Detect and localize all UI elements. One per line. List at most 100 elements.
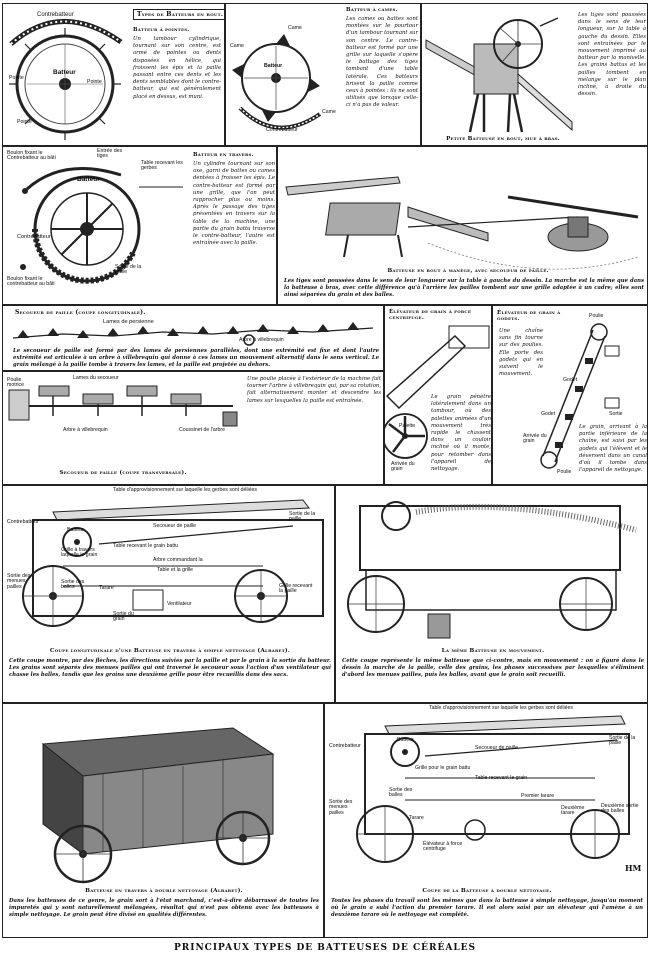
cross-thresher-drum-engraving — [20, 167, 183, 284]
panel-batteur-a-pointes: Contrebatteur Batteur Pointe Pointe Poin… — [2, 3, 225, 146]
label-boulon-top: Boulon fixant le Contrebatteur au bâti — [7, 150, 56, 162]
label-sortie-menues: Sortie des menues pailles — [7, 573, 31, 590]
panel-elevateur-centrifuge: Élévateur de grain à force centrifuge. P… — [384, 305, 492, 485]
text-batteuse-manege: Les tiges sont poussées dans le sens de … — [284, 278, 644, 299]
panel-batteuse-manege: Batteuse en bout à manège, avec secoueur… — [277, 146, 648, 305]
label-pointe-2: Pointe — [87, 79, 102, 85]
label-arrivee-grain: Arrivée du grain — [523, 433, 547, 445]
label-arrivee-grain: Arrivée du grain — [391, 461, 415, 473]
horse-gear-thresher-engraving — [285, 176, 639, 270]
header-types-batteurs: Types de Batteurs en bout. — [133, 9, 224, 21]
caption-batteuse-mouvement: La même Batteuse en mouvement. — [441, 648, 545, 654]
text-batteur-en-travers: Un cylindre tournant sur son axe, garni … — [193, 161, 275, 247]
panel-batteur-en-travers: Boulon fixant le Contrebatteur au bâti E… — [2, 146, 277, 305]
caption-coupe-longitudinale: Coupe longitudinale d'une Batteuse en tr… — [49, 648, 291, 654]
label-contrebatteur: Contrebatteur — [266, 127, 298, 133]
label-godet-2: Godet — [541, 411, 556, 417]
panel-batteuse-double: Batteuse en travers à double nettoyage (… — [2, 703, 324, 938]
label-pointe-1: Pointe — [9, 75, 24, 81]
straw-shaker-long-engraving — [12, 322, 374, 346]
label-arbre-villebrequin: Arbre à villebrequin — [239, 337, 284, 343]
panel-coupe-longitudinale: Table d'approvisionnement sur laquelle l… — [2, 485, 335, 703]
plate-title: PRINCIPAUX TYPES DE BATTEUSES DE CÉRÉALE… — [174, 943, 476, 953]
label-tarare: Tarare — [409, 815, 424, 821]
label-table-grain: Table recevant le grain battu — [113, 543, 179, 549]
label-deuxieme-sortie: Deuxième sortie des balles — [601, 803, 639, 815]
title-secoueur-longitudinal: Secoueur de paille (coupe longitudinale)… — [15, 309, 146, 316]
label-sortie-menues: Sortie des menues pailles — [329, 799, 353, 816]
label-sortie-paille: Sortie de la paille — [289, 511, 316, 523]
label-lames-persienne: Lames de persienne — [103, 319, 154, 325]
label-sortie-balles: Sortie des balles — [389, 787, 413, 799]
label-grille-recevant: Grille recevant la paille — [279, 583, 313, 595]
label-came-1: Came — [288, 25, 302, 31]
title-elevateur-centrifuge: Élévateur de grain à force centrifuge. — [389, 309, 472, 321]
double-cleaning-section-engraving — [356, 715, 630, 863]
caption-secoueur-transversal: Secoueur de paille (coupe transversale). — [59, 470, 187, 476]
bucket-elevator-engraving — [540, 323, 620, 469]
pointes-drum-engraving — [9, 19, 123, 140]
text-coupe-longitudinale: Cette coupe montre, par des flèches, les… — [9, 658, 331, 679]
label-came-2: Came — [230, 43, 244, 49]
double-cleaning-thresher-engraving — [41, 727, 275, 884]
label-lames-secoueur: Lames du secoueur — [73, 375, 119, 381]
label-premier-tarare: Premier tarare — [521, 793, 555, 799]
label-poulie-bas: Poulie — [557, 469, 572, 475]
panel-coupe-double: Table d'approvisionnement sur laquelle l… — [324, 703, 648, 938]
text-batteuse-mouvement: Cette coupe représente la même batteuse … — [342, 658, 644, 679]
thresher-in-motion-engraving — [347, 501, 637, 639]
panel-batteuse-mouvement: La même Batteuse en mouvement. Cette cou… — [335, 485, 648, 703]
label-table-gerbes: Table recevant les gerbes — [141, 160, 183, 172]
label-table-grain: Table recevant le grain — [475, 775, 528, 781]
label-boulon-bottom: Boulon fixant le contrebatteur au bâti — [7, 276, 55, 288]
caption-batteuse-manege: Batteuse en bout à manège, avec secoueur… — [387, 268, 549, 274]
text-secoueur-longitudinal: Le secoueur de paille est formé par des … — [13, 348, 379, 369]
hand-thresher-engraving — [425, 17, 573, 133]
label-secoueur-paille: Secoueur de paille — [475, 745, 518, 751]
text-elevateur-centrifuge: Le grain pénètre latéralement dans un ta… — [431, 394, 491, 473]
cames-drum-engraving — [232, 34, 322, 130]
text-elevateur-godets-2: Le grain, arrivant à la partie inférieur… — [579, 424, 647, 474]
caption-coupe-double: Coupe de la Batteuse à double nettoyage. — [422, 888, 552, 894]
panel-secoueur-longitudinal: Secoueur de paille (coupe longitudinale)… — [2, 305, 384, 371]
panel-elevateur-godets: Élévateur de grain à godets. Une chaîne … — [492, 305, 648, 485]
text-coupe-double: Toutes les phases du travail sont les mê… — [331, 898, 643, 919]
label-sortie-grain: Sortie du grain — [113, 611, 134, 623]
caption-batteuse-double: Batteuse en travers à double nettoyage (… — [85, 888, 243, 894]
text-secoueur-transversal: Une poulie placée à l'extérieur de la ma… — [247, 376, 381, 404]
centrifugal-elevator-engraving — [385, 325, 490, 459]
label-batteur: Batteur — [77, 176, 100, 183]
title-elevateur-godets: Élévateur de grain à godets. — [497, 310, 561, 323]
label-table-approvisionnement: Table d'approvisionnement sur laquelle l… — [428, 705, 574, 711]
label-palette: Palette — [399, 423, 416, 429]
panel-batteur-a-cames: Came Came Came Batteur Contrebatteur Bat… — [225, 3, 421, 146]
straw-shaker-cross-engraving — [8, 385, 238, 427]
label-grille-grain: Grille pour le grain battu — [415, 765, 471, 771]
label-came-3: Came — [322, 109, 336, 115]
label-sortie: Sortie — [609, 411, 623, 417]
label-secoueur-paille: Secoueur de paille — [153, 523, 196, 529]
text-elevateur-godets-1: Une chaîne sans fin tourne sur des pouli… — [499, 328, 543, 378]
label-elevateur-centrifuge: Élévateur à force centrifuge — [423, 841, 463, 853]
label-arbre-commandant: Arbre commandant la — [153, 557, 203, 563]
label-contrebatteur: Contrebatteur — [17, 234, 51, 240]
label-sortie-paille: Sortie de la paille — [115, 264, 142, 276]
label-contrebatteur: Contrebatteur — [7, 519, 39, 525]
panel-secoueur-transversal: Poulie motrice Lames du secoueur Arbre à… — [2, 371, 384, 485]
text-petite-batteuse: Les tiges sont poussées dans le sens de … — [578, 12, 646, 98]
label-deuxieme-tarare: Deuxième tarare — [561, 805, 585, 817]
signature-monogram: HM — [625, 863, 642, 873]
label-sortie-balles: Sortie des balles — [61, 579, 85, 591]
label-table-grille: Table et la grille — [157, 567, 194, 573]
title-batteur-a-cames: Batteur à cames. — [346, 7, 398, 13]
label-batteur: Batteur — [53, 69, 76, 76]
text-batteur-a-pointes: Un tambour cylindrique, tournant sur son… — [133, 36, 221, 100]
label-entree-tiges: Entrée des tiges — [97, 148, 123, 160]
title-batteur-en-travers: Batteur en travers. — [193, 152, 254, 158]
label-contrebatteur: Contrebatteur — [37, 12, 74, 18]
label-contrebatteur: Contrebatteur — [329, 743, 361, 749]
label-batteur: Batteur — [67, 527, 84, 533]
thresher-section-engraving — [22, 499, 324, 627]
label-pointe-3: Pointe — [17, 119, 32, 125]
